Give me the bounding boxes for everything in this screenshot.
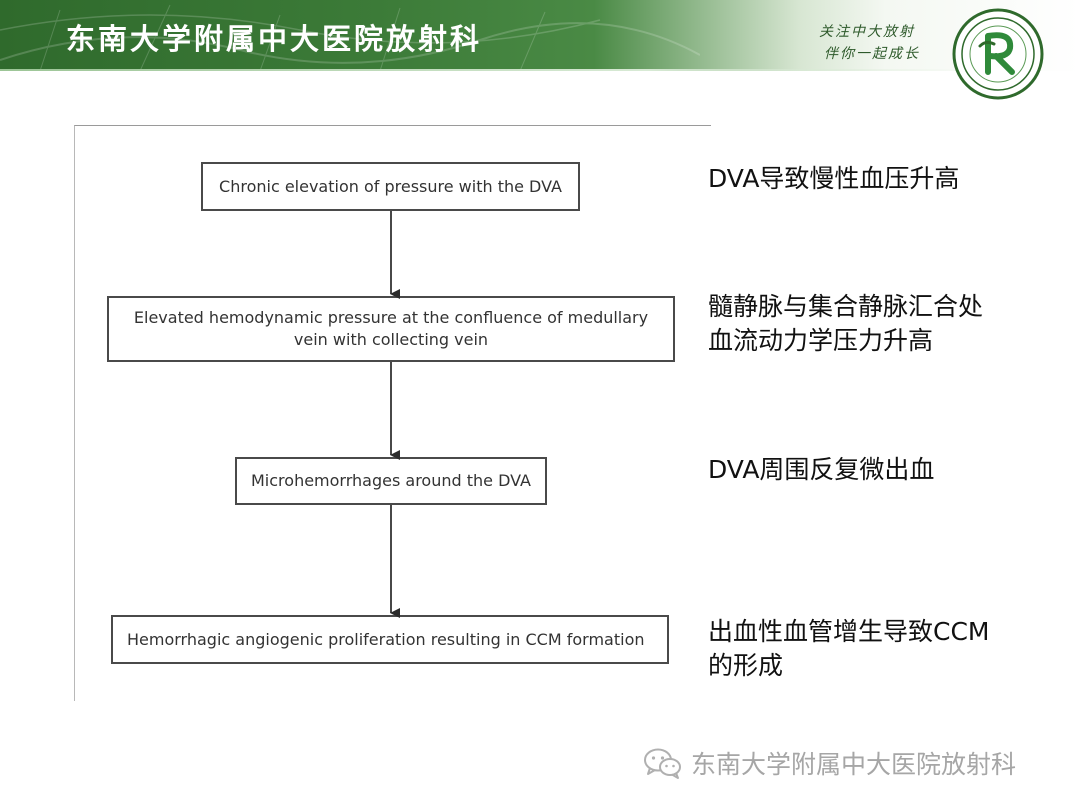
header-banner: 东南大学附属中大医院放射科 关注中大放射 伴你一起成长 xyxy=(0,0,1080,71)
flowchart-step-1: Chronic elevation of pressure with the D… xyxy=(201,162,580,211)
department-logo xyxy=(952,8,1044,100)
flowchart-step-2: Elevated hemodynamic pressure at the con… xyxy=(107,296,675,362)
flowchart-step-4: Hemorrhagic angiogenic proliferation res… xyxy=(111,615,669,664)
header-texture xyxy=(0,4,700,71)
annotation-3: DVA周围反复微出血 xyxy=(708,455,935,484)
flowchart-figure xyxy=(74,125,711,701)
wechat-icon xyxy=(644,748,681,779)
slogan-line-1: 关注中大放射 xyxy=(819,24,915,40)
annotation-4: 出血性血管增生导致CCM 的形成 xyxy=(708,617,990,680)
flowchart-step-3: Microhemorrhages around the DVA xyxy=(235,457,547,505)
hospital-title: 东南大学附属中大医院放射科 xyxy=(66,22,483,56)
watermark-text: 东南大学附属中大医院放射科 xyxy=(691,750,1017,779)
slogan-line-2: 伴你一起成长 xyxy=(824,46,920,62)
header-divider xyxy=(0,69,1080,71)
annotation-2: 髓静脉与集合静脉汇合处 血流动力学压力升高 xyxy=(708,292,984,355)
annotation-1: DVA导致慢性血压升高 xyxy=(708,164,960,193)
watermark: 东南大学附属中大医院放射科 xyxy=(643,745,1016,781)
